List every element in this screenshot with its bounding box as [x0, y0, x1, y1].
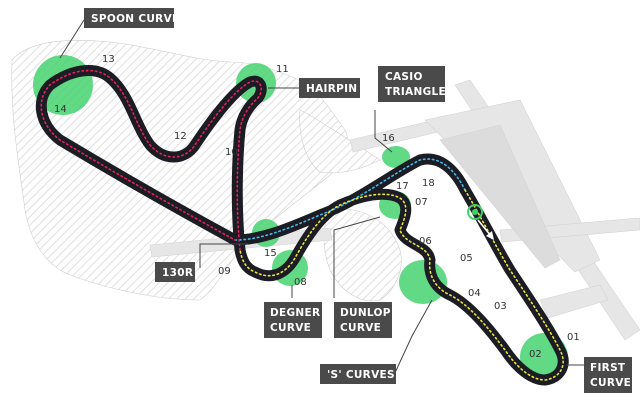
turn-number-02: 02: [529, 349, 542, 360]
turn-number-04: 04: [468, 288, 481, 299]
svg-text:CURVE: CURVE: [270, 322, 311, 334]
svg-text:DUNLOP: DUNLOP: [340, 307, 391, 319]
callout-s-curves: 'S' CURVES: [320, 364, 396, 384]
turn-number-16: 16: [382, 133, 395, 144]
turn-number-03: 03: [494, 301, 507, 312]
callout-first-curve: FIRST CURVE: [584, 357, 632, 393]
turn-number-12: 12: [174, 131, 187, 142]
turn-number-13: 13: [102, 54, 115, 65]
turn-number-18: 18: [422, 178, 435, 189]
surrounding-roads: [149, 79, 640, 341]
svg-text:DEGNER: DEGNER: [270, 307, 320, 319]
turn-numbers: 01 02 03 04 05 06 07 08 09 10 11 12 13 1…: [54, 54, 580, 360]
turn-number-15: 15: [264, 248, 277, 259]
turn-number-05: 05: [460, 253, 473, 264]
svg-text:HAIRPIN: HAIRPIN: [306, 83, 357, 95]
svg-text:SPOON CURVE: SPOON CURVE: [91, 13, 179, 25]
svg-text:'S' CURVES: 'S' CURVES: [327, 369, 395, 381]
race-track: [35, 65, 569, 386]
start-line-icon: [467, 204, 483, 220]
turn-number-08: 08: [294, 277, 307, 288]
track-sector-1: [239, 189, 564, 381]
callout-leaders: [59, 19, 584, 376]
turn-number-01: 01: [567, 332, 580, 343]
infield-terrain: [11, 40, 349, 301]
turn-number-10: 10: [225, 147, 238, 158]
callout-130r: 130R: [155, 262, 195, 282]
callout-dunlop-curve: DUNLOP CURVE: [334, 302, 392, 338]
track-sector-2: [40, 69, 262, 251]
track-sector-3: [234, 158, 466, 241]
svg-text:TRIANGLE: TRIANGLE: [385, 86, 446, 98]
callout-spoon-curve: SPOON CURVE: [84, 8, 179, 28]
turn-number-09: 09: [218, 266, 231, 277]
svg-text:FIRST: FIRST: [590, 362, 626, 374]
svg-text:CURVE: CURVE: [340, 322, 381, 334]
turn-number-17: 17: [396, 181, 409, 192]
direction-arrow-icon: [477, 219, 494, 240]
svg-text:CURVE: CURVE: [590, 377, 631, 389]
turn-number-11: 11: [276, 64, 289, 75]
svg-text:130R: 130R: [162, 267, 193, 279]
turn-number-06: 06: [419, 236, 432, 247]
svg-text:CASIO: CASIO: [385, 71, 423, 83]
south-terrain: [323, 208, 402, 302]
callout-hairpin: HAIRPIN: [299, 78, 360, 98]
turn-number-07: 07: [415, 197, 428, 208]
turn-number-14: 14: [54, 104, 67, 115]
callout-degner-curve: DEGNER CURVE: [264, 302, 322, 338]
callout-casio-triangle: CASIO TRIANGLE: [378, 66, 446, 102]
east-terrain: [299, 109, 381, 174]
